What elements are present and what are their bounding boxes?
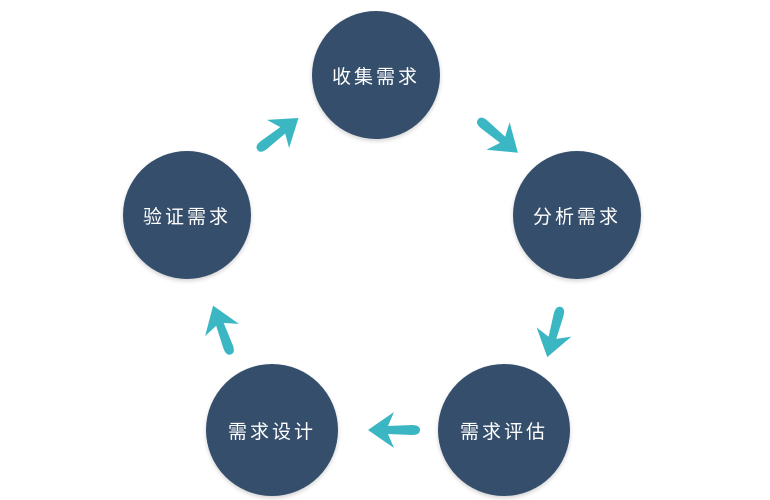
node-label: 验证需求	[142, 205, 231, 228]
arrow-right-down-icon	[456, 94, 541, 179]
node-label: 收集需求	[331, 65, 420, 88]
arrow-down-icon	[517, 295, 590, 368]
node-label: 分析需求	[532, 205, 621, 228]
arrow-right-up-icon	[236, 92, 320, 176]
node-verify-requirements: 验证需求	[123, 151, 251, 279]
node-label: 需求评估	[459, 420, 548, 443]
node-collect-requirements: 收集需求	[312, 11, 440, 139]
node-analyze-requirements: 分析需求	[513, 151, 641, 279]
node-design-requirements: 需求设计	[206, 364, 338, 496]
node-label: 需求设计	[227, 420, 316, 443]
arrow-up-icon	[184, 292, 261, 369]
arrow-left-icon	[364, 400, 424, 460]
node-evaluate-requirements: 需求评估	[438, 364, 570, 496]
